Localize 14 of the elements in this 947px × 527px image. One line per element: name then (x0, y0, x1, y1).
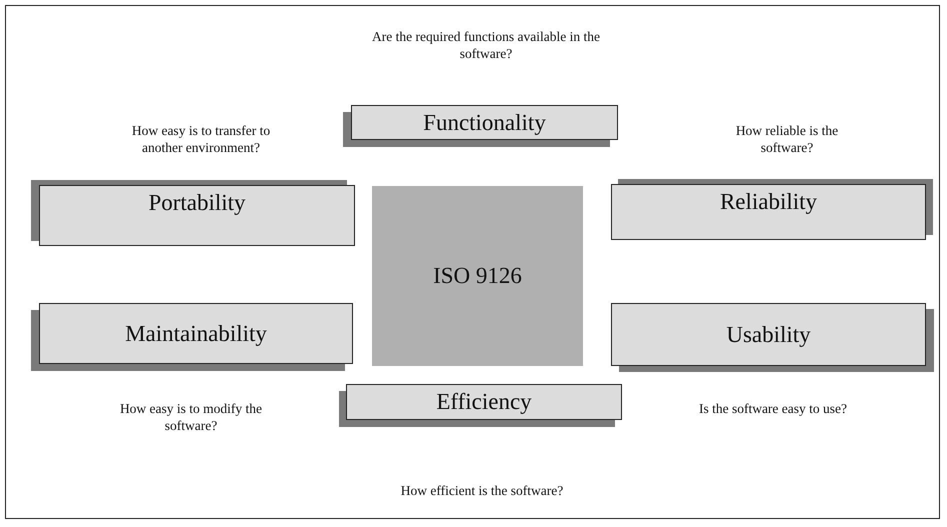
category-name: Efficiency (436, 389, 532, 415)
guiding-question: How reliable is the software? (734, 123, 840, 157)
category-name: Functionality (423, 110, 546, 136)
category-name: Usability (726, 322, 811, 348)
central-block (372, 186, 583, 366)
guiding-question: How efficient is the software? (400, 483, 564, 500)
guiding-question: How easy is to transfer to another environment? (130, 123, 272, 157)
guiding-question: How easy is to modify the software? (118, 401, 264, 435)
guiding-question: Are the required functions available in the software? (371, 29, 601, 63)
category-name: Portability (148, 190, 246, 216)
category-name: Maintainability (125, 320, 267, 346)
category-name: ISO 9126 (433, 263, 522, 289)
category-name: Reliability (720, 189, 818, 215)
guiding-question: Is the software easy to use? (698, 401, 848, 418)
